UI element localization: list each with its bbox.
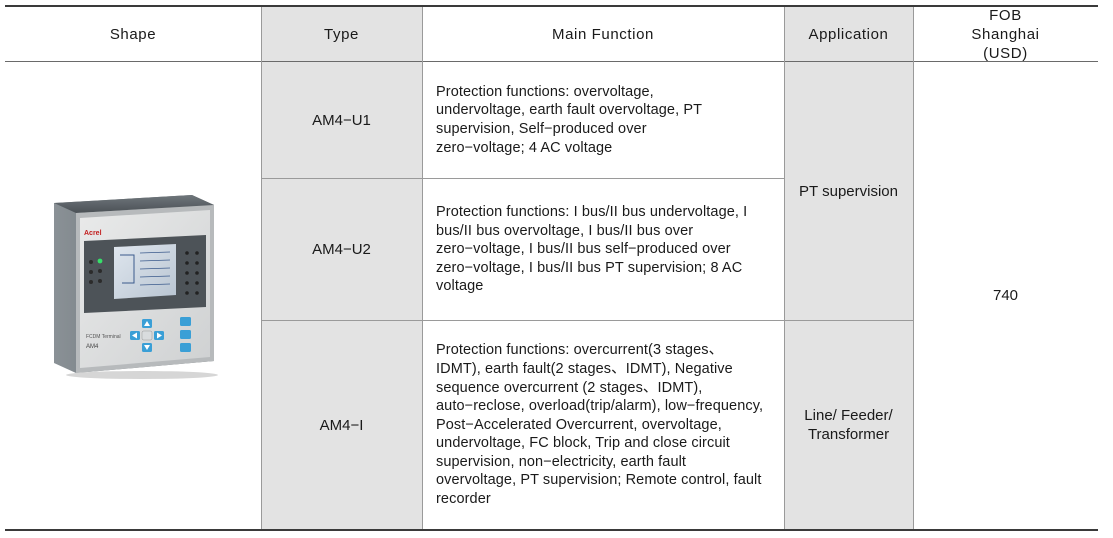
device-shadow <box>66 371 218 379</box>
housing-top <box>54 195 214 213</box>
header-main-function: Main Function <box>551 25 654 43</box>
led-green-icon <box>97 258 103 264</box>
led-icon <box>195 271 199 275</box>
lcd-screen-icon <box>114 244 176 299</box>
header-price: FOB Shanghai (USD) <box>971 6 1040 62</box>
led-icon <box>195 291 199 295</box>
function-text-am4-u2: Protection functions: I bus/II bus under… <box>436 204 748 295</box>
center-key-icon <box>141 330 153 341</box>
col-divider <box>784 7 785 529</box>
led-icon <box>185 261 189 265</box>
function-cell-am4-u1: Protection functions: overvoltage, under… <box>422 62 784 178</box>
led-icon <box>89 270 93 274</box>
device-model: AM4 <box>86 344 99 350</box>
function-key-icon <box>180 317 191 326</box>
led-icon <box>98 269 102 273</box>
led-icon <box>195 251 199 255</box>
function-text-am4-i: Protection functions: overcurrent(3 stag… <box>436 342 764 508</box>
led-icon <box>195 261 199 265</box>
led-icon <box>185 281 189 285</box>
table-bottom-rule <box>5 529 1098 531</box>
led-icon <box>195 281 199 285</box>
device-image: Acrel FCDM Terminal AM4 <box>42 191 222 381</box>
type-cell-am4-u2: AM4−U2 <box>261 179 422 320</box>
type-cell-am4-u1: AM4−U1 <box>261 62 422 178</box>
col-divider <box>913 7 914 529</box>
application-cell-pt-supervision: PT supervision <box>784 62 913 320</box>
function-text-am4-u1: Protection functions: overvoltage, under… <box>436 83 702 156</box>
row-divider <box>261 178 784 179</box>
led-icon <box>185 271 189 275</box>
col-divider <box>422 7 423 529</box>
led-icon <box>98 279 102 283</box>
price-cell: 740 <box>992 287 1019 304</box>
lcd-diagram <box>120 254 135 284</box>
device-caption: FCDM Terminal <box>86 334 121 340</box>
col-divider <box>261 7 262 529</box>
header-shape: Shape <box>109 25 157 43</box>
table-top-rule <box>5 5 1098 7</box>
brand-logo: Acrel <box>84 230 102 237</box>
function-cell-am4-i: Protection functions: overcurrent(3 stag… <box>422 321 784 529</box>
header-divider <box>5 61 1098 62</box>
row-divider <box>261 320 913 321</box>
led-icon <box>185 251 189 255</box>
function-key-icon <box>180 330 191 339</box>
header-application: Application <box>784 7 913 61</box>
function-key-icon <box>180 343 191 352</box>
type-cell-am4-i: AM4−I <box>261 321 422 529</box>
application-cell-line-feeder-transformer: Line/ Feeder/ Transformer <box>784 321 913 529</box>
am4-relay-illustration: Acrel FCDM Terminal AM4 <box>54 195 218 379</box>
function-cell-am4-u2: Protection functions: I bus/II bus under… <box>422 179 784 320</box>
led-icon <box>185 291 189 295</box>
led-icon <box>89 280 93 284</box>
led-icon <box>89 260 93 264</box>
header-type: Type <box>261 7 422 61</box>
